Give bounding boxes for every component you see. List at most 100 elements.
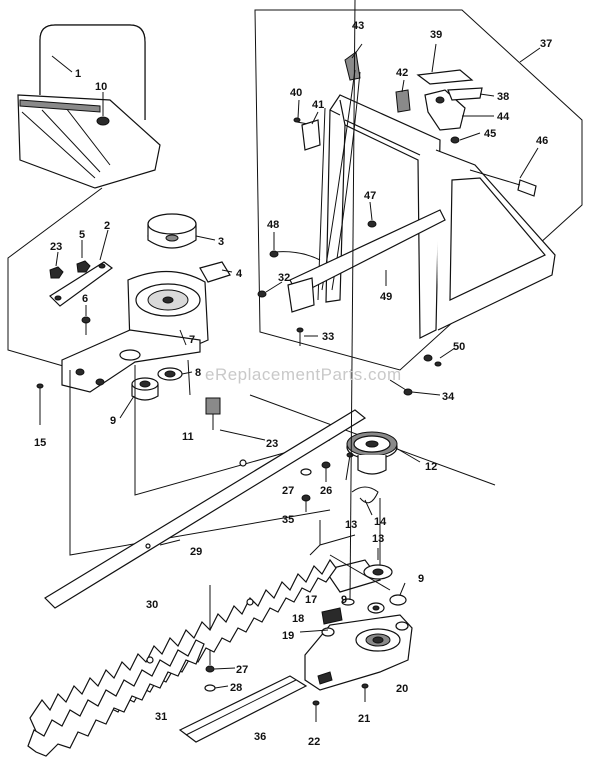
callout-3: 3: [218, 236, 224, 248]
washer-27b: [205, 665, 215, 673]
spacer-18: [321, 607, 343, 625]
callout-46: 46: [536, 135, 548, 147]
callout-30: 30: [146, 599, 158, 611]
callout-20: 20: [396, 683, 408, 695]
screw-40: [293, 117, 309, 125]
screw-26: [321, 461, 331, 482]
callout-22: 22: [308, 736, 320, 748]
callout-9a: 9: [110, 415, 116, 427]
callout-19: 19: [282, 630, 294, 642]
callout-49: 49: [380, 291, 392, 303]
callout-44: 44: [497, 111, 510, 123]
gear-case-20: [304, 614, 413, 691]
callout-11: 11: [182, 431, 194, 443]
eccentric-13: [324, 498, 393, 593]
blade-cover-36: [178, 675, 308, 743]
callout-17: 17: [305, 594, 317, 606]
callout-40: 40: [290, 87, 302, 99]
callout-leaders: [39, 0, 541, 689]
pin-45: [450, 136, 460, 144]
front-handle: [17, 24, 161, 189]
bushing-9b: [367, 602, 385, 614]
callout-34: 34: [442, 391, 455, 403]
handle-inset-outline: [254, 9, 583, 371]
screw-21: [361, 683, 369, 702]
callout-15: 15: [34, 437, 46, 449]
engine-mount: [199, 261, 231, 283]
callout-35: 35: [282, 514, 294, 526]
callout-38: 38: [497, 91, 509, 103]
callout-29: 29: [190, 546, 202, 558]
callout-37: 37: [540, 38, 552, 50]
callout-33: 33: [322, 331, 334, 343]
crankcase-housing: [61, 270, 209, 393]
bracket-strap: [49, 261, 114, 307]
bolt-33: [296, 327, 304, 346]
bearing-8: [157, 367, 183, 381]
housing-leaders: [69, 359, 496, 556]
lockout-lever-38: [447, 87, 483, 101]
washer-27a: [300, 468, 312, 476]
clamp-41: [301, 119, 321, 151]
screw-22: [312, 700, 320, 722]
mount-plate-49: [287, 209, 446, 313]
nut-32: [257, 290, 267, 298]
nut-23: [49, 266, 64, 279]
callout-45: 45: [484, 128, 496, 140]
washer-23b: [239, 459, 247, 467]
cover-39: [416, 69, 474, 85]
nut-50: [423, 354, 442, 367]
callout-18: 18: [292, 613, 304, 625]
bushing-9a: [131, 377, 159, 401]
callout-36: 36: [254, 731, 266, 743]
callout-23b: 23: [266, 438, 278, 450]
clutch-pin-11: [205, 397, 221, 424]
callout-7: 7: [189, 334, 195, 346]
wire-48: [269, 250, 321, 261]
handle-nut: [96, 116, 110, 126]
callout-9b: 9: [418, 573, 424, 585]
drive-gear-12: [346, 431, 398, 475]
screw-35: [301, 494, 311, 512]
callout-13b: 13: [372, 533, 384, 545]
callout-13a: 13: [345, 519, 357, 531]
callout-31: 31: [155, 711, 167, 723]
callout-21: 21: [358, 713, 370, 725]
callout-43: 43: [352, 20, 364, 32]
callout-6: 6: [82, 293, 88, 305]
callout-10: 10: [95, 81, 107, 93]
callout-26: 26: [320, 485, 332, 497]
watermark: eReplacementParts.com: [205, 365, 402, 384]
callout-50: 50: [453, 341, 465, 353]
pin-lower: [345, 452, 354, 481]
screw-6: [81, 316, 91, 335]
nut-5: [76, 260, 91, 273]
rear-handle-frame: [317, 94, 556, 339]
callout-41: 41: [312, 99, 324, 111]
callout-14: 14: [374, 516, 387, 528]
callout-27b: 27: [236, 664, 248, 676]
switch-42: [395, 89, 411, 113]
blade-leaders: [309, 520, 391, 591]
callout-42: 42: [396, 67, 408, 79]
spacer-17: [341, 598, 355, 606]
bolt-46: [469, 169, 537, 197]
guard-leader: [7, 187, 103, 369]
callout-47: 47: [364, 190, 376, 202]
callout-39: 39: [430, 29, 442, 41]
bushing-9c: [389, 594, 407, 606]
cutter-blade-31: [27, 639, 205, 757]
screw-47: [367, 220, 377, 228]
bolt-15: [36, 383, 44, 410]
callout-27a: 27: [282, 485, 294, 497]
callout-9c: 9: [341, 594, 347, 606]
callout-23a: 23: [50, 241, 62, 253]
callout-5: 5: [79, 229, 85, 241]
cooling-fan: [147, 213, 197, 249]
callout-48: 48: [267, 219, 279, 231]
callout-1: 1: [75, 68, 81, 80]
callout-12: 12: [425, 461, 437, 473]
callout-8: 8: [195, 367, 201, 379]
callout-2: 2: [104, 220, 110, 232]
